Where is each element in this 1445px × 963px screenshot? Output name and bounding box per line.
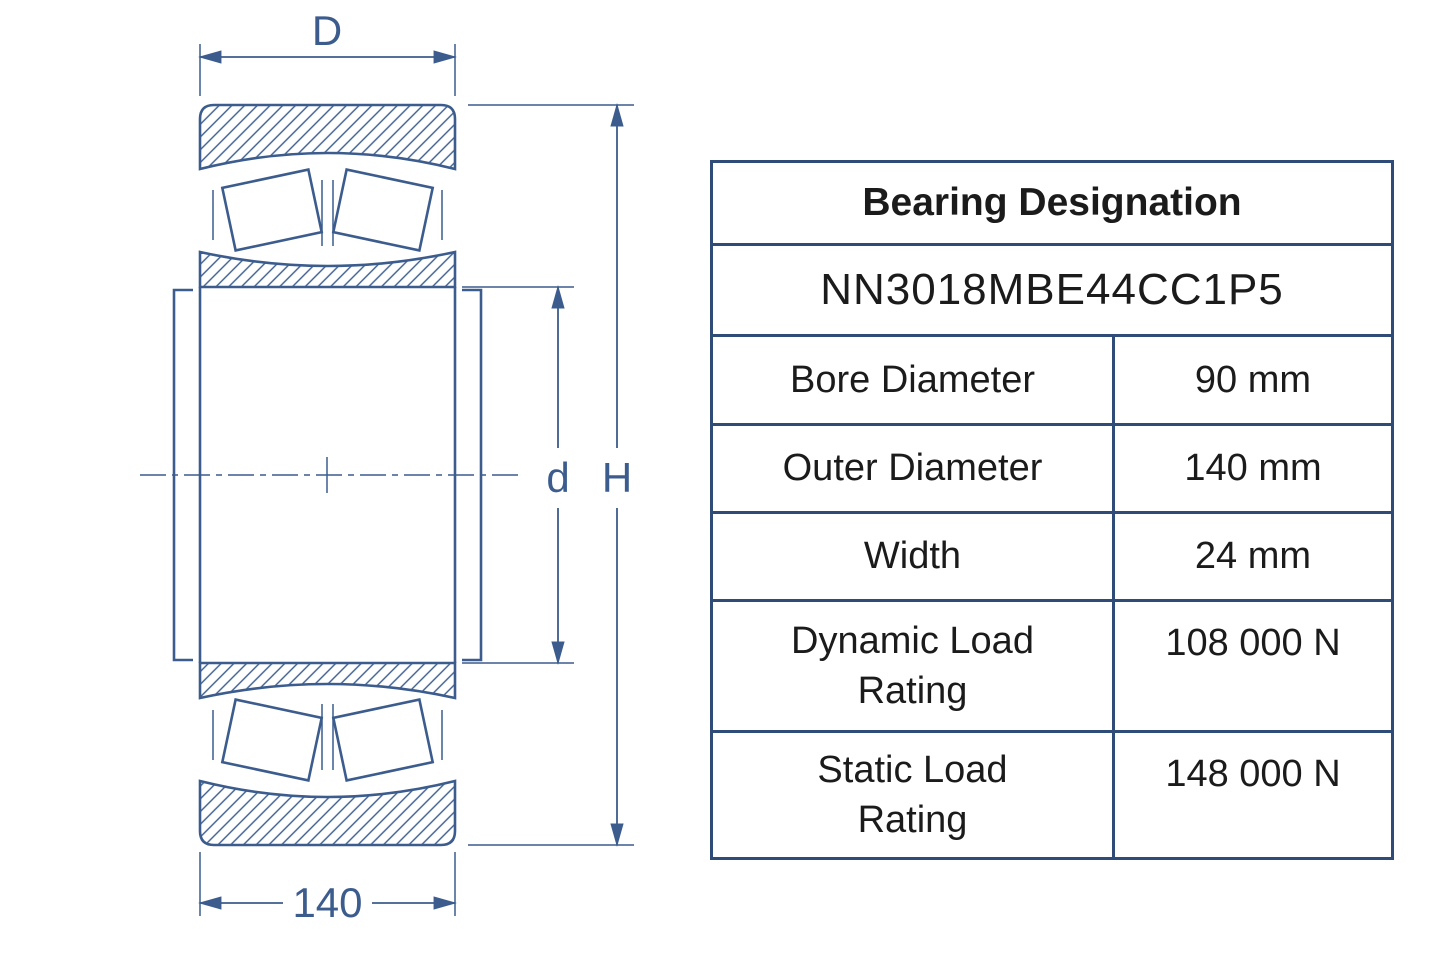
inner-ring-top-section — [198, 250, 457, 289]
dimension-label-d: d — [546, 454, 569, 501]
row-value-outer-diameter: 140 mm — [1115, 426, 1391, 511]
row-value-dynamic-load-rating: 108 000 N — [1115, 602, 1391, 730]
row-value-static-load-rating: 148 000 N — [1115, 733, 1391, 857]
dimension-label-H: H — [602, 454, 632, 501]
row-label-text: Dynamic Load Rating — [791, 619, 1034, 712]
roller — [331, 168, 435, 252]
inner-ring-bore-faces — [198, 287, 457, 663]
roller — [220, 698, 324, 782]
rollers-top — [220, 168, 435, 252]
rollers-bottom — [220, 698, 435, 782]
left-side-bracket — [172, 288, 193, 662]
dimension-H: H — [468, 103, 634, 847]
outer-ring-top-section — [198, 103, 457, 171]
dimension-label-140: 140 — [292, 879, 362, 926]
table-title: Bearing Designation — [713, 163, 1391, 243]
dimension-label-D: D — [312, 7, 342, 54]
row-label-dynamic-load-rating: Dynamic Load Rating — [713, 602, 1112, 730]
row-value-width: 24 mm — [1115, 514, 1391, 599]
right-side-bracket — [462, 288, 483, 662]
dimension-D: D — [198, 7, 457, 96]
outer-ring-bottom-section — [198, 779, 457, 847]
cage-lines-top — [212, 180, 443, 246]
roller — [331, 698, 435, 782]
row-label-outer-diameter: Outer Diameter — [713, 426, 1112, 511]
bearing-designation-value: NN3018MBE44CC1P5 — [713, 246, 1391, 334]
row-label-bore-diameter: Bore Diameter — [713, 337, 1112, 423]
bearing-cross-section-diagram: D 140 d H — [140, 7, 634, 926]
dimension-140: 140 — [198, 852, 457, 926]
dimension-d: d — [462, 285, 574, 665]
row-value-bore-diameter: 90 mm — [1115, 337, 1391, 423]
axis-centerline — [140, 457, 523, 493]
row-label-width: Width — [713, 514, 1112, 599]
inner-ring-bottom-section — [198, 661, 457, 700]
row-label-text: Static Load Rating — [817, 748, 1008, 841]
row-label-static-load-rating: Static Load Rating — [713, 733, 1112, 857]
roller — [220, 168, 324, 252]
cage-lines-bottom — [212, 704, 443, 770]
bearing-spec-table: Bearing Designation NN3018MBE44CC1P5 Bor… — [710, 160, 1394, 860]
